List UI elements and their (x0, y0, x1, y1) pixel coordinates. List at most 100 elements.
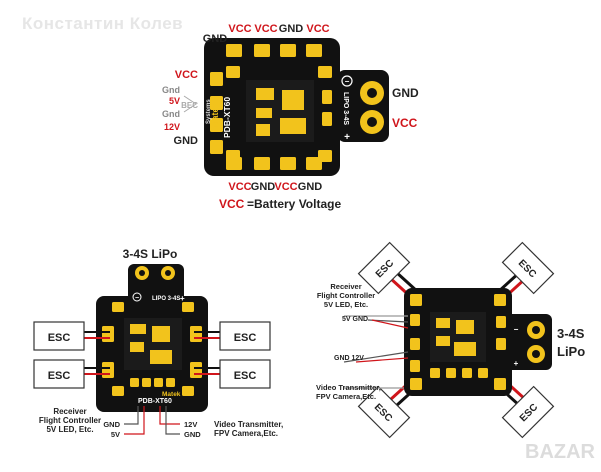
left-wiring-diagram: 3-4S LiPo − LIPO 3-4S + PDB-XT60 Matek (33, 247, 283, 439)
right-side-pad-3 (496, 316, 506, 328)
bottom-label-3: VCC (274, 181, 297, 193)
right-wiring-diagram: ESC ESC ESC ESC − + 3-4S LiPo (316, 241, 585, 439)
left-lipo-small: LIPO 3-4S (152, 296, 180, 302)
right-5v-gnd-label: 5V GND (342, 316, 368, 323)
left-esc-box-4 (219, 359, 271, 389)
right-chip-2 (456, 320, 474, 334)
bottom-label-4: GND (298, 181, 323, 193)
left-label-gnd-bottom: GND (174, 135, 199, 147)
top-label-gnd-left: GND (203, 33, 228, 45)
left-label-vcc: VCC (175, 69, 198, 81)
top-board-model: PDB-XT60 (222, 97, 232, 138)
bottom-label-1: VCC (228, 181, 251, 193)
left-chip-1 (130, 324, 146, 334)
right-side-pad-2 (410, 360, 420, 372)
right-esc-box-2: ESC (501, 241, 555, 295)
right-side-pad-4 (496, 338, 506, 350)
left-label-5v: 5V (169, 96, 180, 106)
right-small-pad-0 (322, 90, 332, 104)
left-bottom-pad-2 (154, 378, 163, 387)
left-board-model: PDB-XT60 (138, 398, 172, 405)
left-plus-sign: + (180, 294, 185, 303)
left-video-line-1: Video Transmitter, (214, 420, 283, 429)
left-esc-pad-3 (190, 362, 202, 378)
right-small-pad-1 (322, 112, 332, 126)
right-bottom-pad-1 (446, 368, 456, 378)
top-label-2: VCC (254, 23, 277, 35)
bottom-edge-pad-2 (280, 157, 296, 170)
right-xt60-hole-1 (532, 326, 540, 334)
right-video-line-1: Video Transmitter, (316, 383, 381, 392)
right-bottom-pad-3 (478, 368, 488, 378)
left-esc-pad-1 (102, 362, 114, 378)
top-xt60-hole-vcc (367, 117, 377, 127)
left-esc-label-1: ESC (48, 332, 71, 344)
right-bottom-pad-0 (430, 368, 440, 378)
right-label-gnd: GND (392, 86, 419, 100)
legend-battery-voltage: =Battery Voltage (247, 197, 341, 211)
top-label-3: GND (279, 23, 304, 35)
top-chip-3 (256, 108, 272, 118)
top-plus-sign: + (344, 132, 350, 143)
right-lipo-line-1: 3-4S (557, 326, 585, 341)
corner-pad-2 (226, 66, 240, 78)
right-receiver-line-1: Receiver (330, 282, 361, 291)
left-esc-wires (84, 331, 220, 375)
left-corner-pad-0 (112, 302, 124, 312)
left-esc-label-2: ESC (48, 370, 71, 382)
right-lipo-line-2: LiPo (557, 344, 585, 359)
top-board-diagram: Matek PDB-XT60 Systems − LIPO 3-4S + VCC… (162, 23, 419, 211)
left-receiver-line-2: Flight Controller (39, 416, 101, 425)
right-receiver-line-2: Flight Controller (317, 291, 375, 300)
left-lipo-title: 3-4S LiPo (123, 247, 178, 261)
top-edge-pad-1 (254, 44, 270, 57)
right-label-vcc: VCC (392, 116, 418, 130)
right-side-pad-1 (410, 338, 420, 350)
left-gnd-label: GND (103, 420, 120, 429)
legend-vcc: VCC (219, 197, 245, 211)
right-corner-pad-3 (494, 378, 506, 390)
left-label-gnd: Gnd (162, 85, 180, 95)
left-receiver-line-1: Receiver (53, 407, 86, 416)
corner-pad-0 (318, 66, 332, 78)
left-esc-box-1 (33, 321, 85, 351)
left-chip-4 (150, 350, 172, 364)
right-esc-box-1: ESC (357, 241, 411, 295)
right-xt60-hole-2 (532, 350, 540, 358)
left-gnd2-label: GND (184, 430, 201, 439)
right-pad-group (410, 294, 506, 390)
left-corner-pad-3 (182, 386, 194, 396)
left-video-line-2: FPV Camera,Etc. (214, 429, 278, 438)
right-minus-sign: − (514, 325, 519, 334)
top-chip-5 (256, 124, 270, 136)
left-label-gnd-2: Gnd (162, 109, 180, 119)
corner-pad-3 (226, 150, 240, 162)
right-video-line-2: FPV Camera,Etc. (316, 392, 376, 401)
top-board-brand: Matek (210, 101, 220, 128)
top-edge-pad-3 (306, 44, 322, 57)
left-esc-box-3 (219, 321, 271, 351)
right-corner-pad-2 (410, 378, 422, 390)
left-esc-label-3: ESC (234, 332, 257, 344)
top-chip-1 (256, 88, 274, 100)
left-corner-pad-1 (182, 302, 194, 312)
left-chip-3 (130, 342, 144, 352)
left-esc-box-2 (33, 359, 85, 389)
top-edge-pad-0 (226, 44, 242, 57)
left-corner-pad-2 (112, 386, 124, 396)
top-pad-group (210, 44, 332, 170)
left-minus-sign: − (135, 295, 139, 302)
left-board-brand: Matek (162, 391, 181, 398)
left-chip-2 (152, 326, 170, 342)
left-xt60-hole-pos (165, 270, 171, 276)
right-side-pad-0 (410, 314, 420, 326)
left-label-bec: BEC (181, 101, 198, 110)
left-label-12v: 12V (164, 122, 180, 132)
right-chip-1 (436, 318, 450, 328)
top-label-4: VCC (306, 23, 329, 35)
top-lipo-label: LIPO 3-4S (342, 92, 349, 125)
left-esc-pad-2 (190, 326, 202, 342)
left-bottom-pad-0 (130, 378, 139, 387)
left-bottom-pad-3 (166, 378, 175, 387)
